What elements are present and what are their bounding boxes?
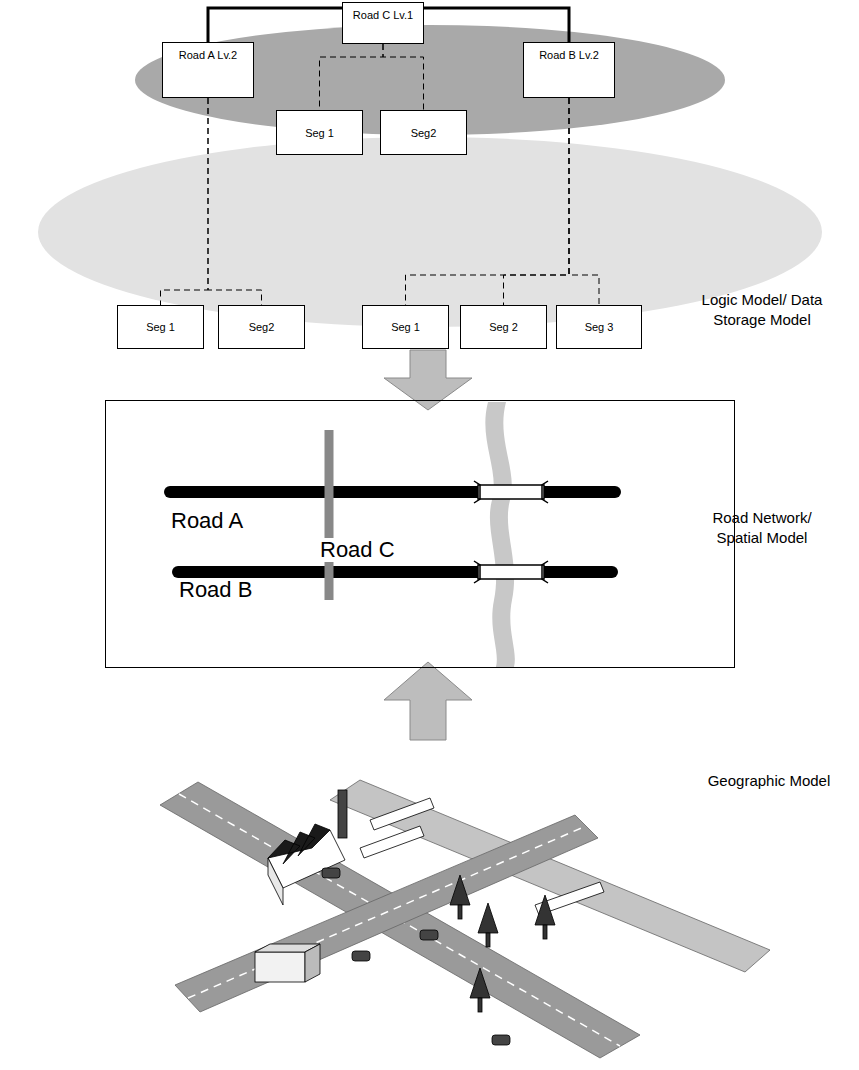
layer-label: Logic Model/ Data Storage Model (682, 290, 842, 329)
geographic-illustration (360, 826, 424, 858)
road-box: Road A Lv.2 (162, 42, 254, 98)
dashed-link (320, 44, 384, 110)
geographic-illustration (175, 815, 598, 1012)
segment-box: Seg2 (380, 110, 467, 155)
dashed-link (208, 98, 262, 305)
road-network-map (170, 486, 615, 498)
geographic-illustration (450, 875, 555, 1012)
geographic-illustration (478, 903, 498, 933)
road-name: Road A (169, 509, 245, 533)
geographic-illustration (255, 952, 305, 982)
dashed-link (383, 44, 424, 110)
geographic-illustration (160, 780, 770, 1058)
box-label: Seg2 (411, 127, 437, 139)
dashed-link (504, 98, 570, 305)
dashed-link (569, 98, 599, 305)
geographic-illustration (478, 998, 482, 1012)
geographic-illustration (486, 933, 490, 947)
box-label: Seg2 (249, 321, 275, 333)
road-network-map (478, 485, 544, 499)
road-network-map (478, 565, 544, 579)
dashed-link (161, 98, 209, 305)
geographic-illustration (268, 858, 283, 905)
box-label: Road C Lv.1 (343, 3, 423, 21)
box-label: Road A Lv.2 (163, 43, 253, 61)
road-network-map (325, 430, 334, 600)
geographic-illustration (450, 875, 470, 905)
road-network-map (485, 402, 514, 667)
geographic-illustration (188, 826, 586, 998)
box-label: Seg 2 (489, 321, 518, 333)
flow-arrow (384, 350, 472, 410)
segment-box: Seg 3 (556, 305, 642, 349)
geographic-illustration (370, 798, 434, 830)
geographic-illustration (338, 790, 347, 838)
box-label: Seg 1 (391, 321, 420, 333)
segment-box: Seg 1 (117, 305, 204, 349)
segment-box: Seg2 (218, 305, 305, 349)
road-box: Road C Lv.1 (342, 2, 424, 44)
road-network-map (474, 561, 548, 583)
segment-box: Seg 1 (276, 110, 363, 155)
geographic-illustration (458, 905, 462, 919)
geographic-illustration (322, 868, 510, 1045)
hierarchy-link (208, 8, 342, 42)
geographic-illustration (352, 951, 370, 961)
geographic-illustration (330, 780, 770, 972)
geographic-illustration (470, 968, 490, 998)
segment-box: Seg 1 (362, 305, 449, 349)
dashed-link (406, 98, 570, 305)
box-label: Seg 1 (305, 127, 334, 139)
flow-arrow (384, 662, 472, 740)
geographic-illustration (535, 895, 555, 925)
road-name: Road C (318, 538, 397, 562)
road-network-map (178, 566, 612, 578)
geographic-illustration (268, 824, 330, 864)
segment-box: Seg 2 (460, 305, 547, 349)
layer-label: Geographic Model (694, 771, 844, 791)
geographic-illustration (543, 925, 547, 939)
road-network-frame: Road A Road C Road B (105, 400, 735, 668)
geographic-illustration (420, 930, 438, 940)
geographic-illustration (305, 944, 320, 982)
geographic-illustration (492, 1035, 510, 1045)
box-label: Seg 1 (146, 321, 175, 333)
box-label: Road B Lv.2 (524, 43, 614, 61)
road-network-map (474, 481, 548, 503)
layer-label: Road Network/ Spatial Model (697, 508, 827, 547)
road-network-map (170, 402, 615, 667)
hierarchy-link (424, 8, 569, 42)
road-name: Road B (177, 578, 254, 602)
box-label: Seg 3 (585, 321, 614, 333)
road-box: Road B Lv.2 (523, 42, 615, 98)
geographic-illustration (160, 782, 640, 1058)
geographic-illustration (322, 868, 340, 878)
